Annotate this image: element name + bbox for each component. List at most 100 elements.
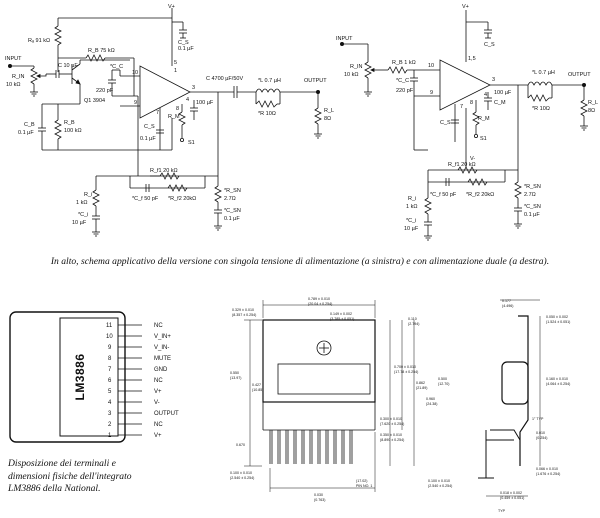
ic-pin-num-6: 6 xyxy=(108,378,112,384)
ic-pin-num-3: 3 xyxy=(108,411,112,417)
right-schematic-labels: V+ V- INPUT R_B 1 kΩ R_IN 10 kΩ *C_C 220… xyxy=(336,4,598,232)
left-cs2-label: C_S xyxy=(144,124,155,130)
left-rf2-label: *R_f2 20kΩ xyxy=(168,196,196,202)
left-cf-label: *C_f 50 pF xyxy=(132,196,159,202)
right-ri-label: R_i xyxy=(408,196,416,202)
dim-label: 0.030 xyxy=(314,493,323,497)
dim-label: 0.862 xyxy=(416,381,425,385)
dim-label: PIN NO. 1 xyxy=(356,484,372,488)
ic-pinout xyxy=(9,311,142,443)
ic-pin-label-9: V_IN- xyxy=(154,345,169,351)
ic-pin-num-11: 11 xyxy=(106,323,113,329)
dim-label: 0.100 ± 0.010 xyxy=(230,471,252,475)
right-ci-label: *C_i xyxy=(406,218,416,224)
dim-label: (1.676 ± 0.254) xyxy=(536,472,560,476)
right-vminus-label: V- xyxy=(470,156,475,162)
bottom-caption-line: dimensioni fisiche dell'integrato xyxy=(8,470,132,482)
bottom-caption: Disposizione dei terminali e dimensioni … xyxy=(8,458,188,496)
left-rsn-label: *R_SN xyxy=(224,188,241,194)
left-schematic-labels: V+ Rₐ 91 kΩ R_B 75 kΩ INPUT R_IN 10 kΩ C… xyxy=(5,4,334,226)
dim-label: (2.540 ± 0.254) xyxy=(428,484,452,488)
ic-pin-label-8: MUTE xyxy=(154,356,171,362)
left-rb2-value: 100 kΩ xyxy=(64,128,82,134)
dim-label: 0.700 ± 0.010 xyxy=(394,365,416,369)
dim-label: (17.02) xyxy=(356,479,367,483)
ic-pin-num-8: 8 xyxy=(108,356,112,362)
left-csn-value: 0.1 µF xyxy=(224,216,240,222)
package-dimension-labels: 0.789 ± 0.010 (20.04 ± 0.254) 0.329 ± 0.… xyxy=(230,297,570,513)
dim-label: (1.524 ± 0.051) xyxy=(546,320,570,324)
dim-label: 0.427 xyxy=(252,383,261,387)
left-c4700-label: C 4700 µF/50V xyxy=(206,76,243,82)
right-l-label: *L 0.7 µH xyxy=(532,70,555,76)
left-rl-label: R_L xyxy=(324,108,334,114)
dim-label: 0.300 ± 0.010 xyxy=(380,417,402,421)
dim-label: (12.70) xyxy=(438,382,449,386)
dim-label: (24.38) xyxy=(426,402,437,406)
right-rf-label: R_f1 20 kΩ xyxy=(448,162,476,168)
bottom-caption-line: Disposizione dei terminali e xyxy=(8,458,116,469)
dim-label: 0.670 xyxy=(236,443,245,447)
left-schematic xyxy=(7,8,322,237)
right-rl-value: 8Ω xyxy=(588,108,595,114)
right-rf2-label: *R_f2 20kΩ xyxy=(466,192,494,198)
dim-label: TYP xyxy=(498,509,506,513)
left-rl-value: 8Ω xyxy=(324,116,331,122)
left-cc-value: 220 pF xyxy=(96,88,114,94)
right-csn-value: 0.1 µF xyxy=(524,212,540,218)
left-ra-label: Rₐ 91 kΩ xyxy=(28,38,50,44)
dim-label: 0.110 xyxy=(408,317,417,321)
dim-label: 0.149 ± 0.002 xyxy=(330,312,352,316)
left-cb-value: 0.1 µF xyxy=(18,130,34,136)
dim-label: (0.459 ± 0.051) xyxy=(500,496,524,500)
left-cc-label: *C_C xyxy=(110,64,123,70)
dim-label: (8.890 ± 0.254) xyxy=(380,438,404,442)
dim-label: (0.763) xyxy=(314,498,325,502)
left-pin-8: 8 xyxy=(176,106,179,112)
ic-pin-label-7: GND xyxy=(154,367,168,373)
dim-label: 0.350 ± 0.010 xyxy=(380,433,402,437)
dim-label: (10.85) xyxy=(252,388,263,392)
left-rf-label: R_f1 20 kΩ xyxy=(150,168,178,174)
dim-label: 0.160 ± 0.010 xyxy=(546,377,568,381)
left-pin-9: 9 xyxy=(134,100,137,106)
ic-pin-label-4: V- xyxy=(154,400,160,406)
left-pin-10: 10 xyxy=(132,70,138,76)
dim-label: (0.254) xyxy=(536,436,547,440)
dim-label: 0.018 ± 0.002 xyxy=(500,491,522,495)
left-csn-label: *C_SN xyxy=(224,208,241,214)
dim-label: 0.329 ± 0.010 xyxy=(232,308,254,312)
right-schematic xyxy=(339,10,588,241)
right-rm-label: R_M xyxy=(478,116,490,122)
right-pin-10: 10 xyxy=(428,63,434,69)
left-rsn-value: 2.7Ω xyxy=(224,196,236,202)
right-rl-label: R_L xyxy=(588,100,598,106)
dim-label: 0.550 xyxy=(230,371,239,375)
left-cs2-value: 0.1 µF xyxy=(140,136,156,142)
dim-label: (4.496) xyxy=(502,304,513,308)
left-ri-label: R_i xyxy=(84,192,92,198)
right-cm-label: C_M xyxy=(494,100,506,106)
right-rin-label: R_IN xyxy=(350,64,363,70)
ic-name: LM3886 xyxy=(73,353,87,400)
ic-pin-label-1: V+ xyxy=(154,433,162,439)
ic-pin-label-11: NC xyxy=(154,323,163,329)
dim-label: 0.177 xyxy=(502,299,511,303)
left-c100-label: 100 µF xyxy=(196,100,214,106)
right-rb-label: R_B 1 kΩ xyxy=(392,60,416,66)
left-cb-label: C_B xyxy=(24,122,35,128)
left-pin-5: 5 xyxy=(174,60,177,66)
left-ci-value: 10 µF xyxy=(72,220,87,226)
ic-pin-label-3: OUTPUT xyxy=(154,411,179,417)
dim-label: (13.97) xyxy=(230,376,241,380)
right-rsn-label: *R_SN xyxy=(524,184,541,190)
ic-labels: LM3886 11 10 9 8 7 6 5 4 3 2 1 NC V_IN+ … xyxy=(73,323,179,439)
left-r10-label: *R 10Ω xyxy=(258,111,276,117)
right-r10-label: *R 10Ω xyxy=(532,106,550,112)
ic-pin-label-6: NC xyxy=(154,378,163,384)
dim-label: (17.78 ± 0.254) xyxy=(394,370,418,374)
ic-pin-num-1: 1 xyxy=(108,433,112,439)
right-vplus-label: V+ xyxy=(462,4,469,10)
left-rb-label: R_B 75 kΩ xyxy=(88,48,115,54)
left-c10-label: C 10 µF xyxy=(58,63,78,69)
